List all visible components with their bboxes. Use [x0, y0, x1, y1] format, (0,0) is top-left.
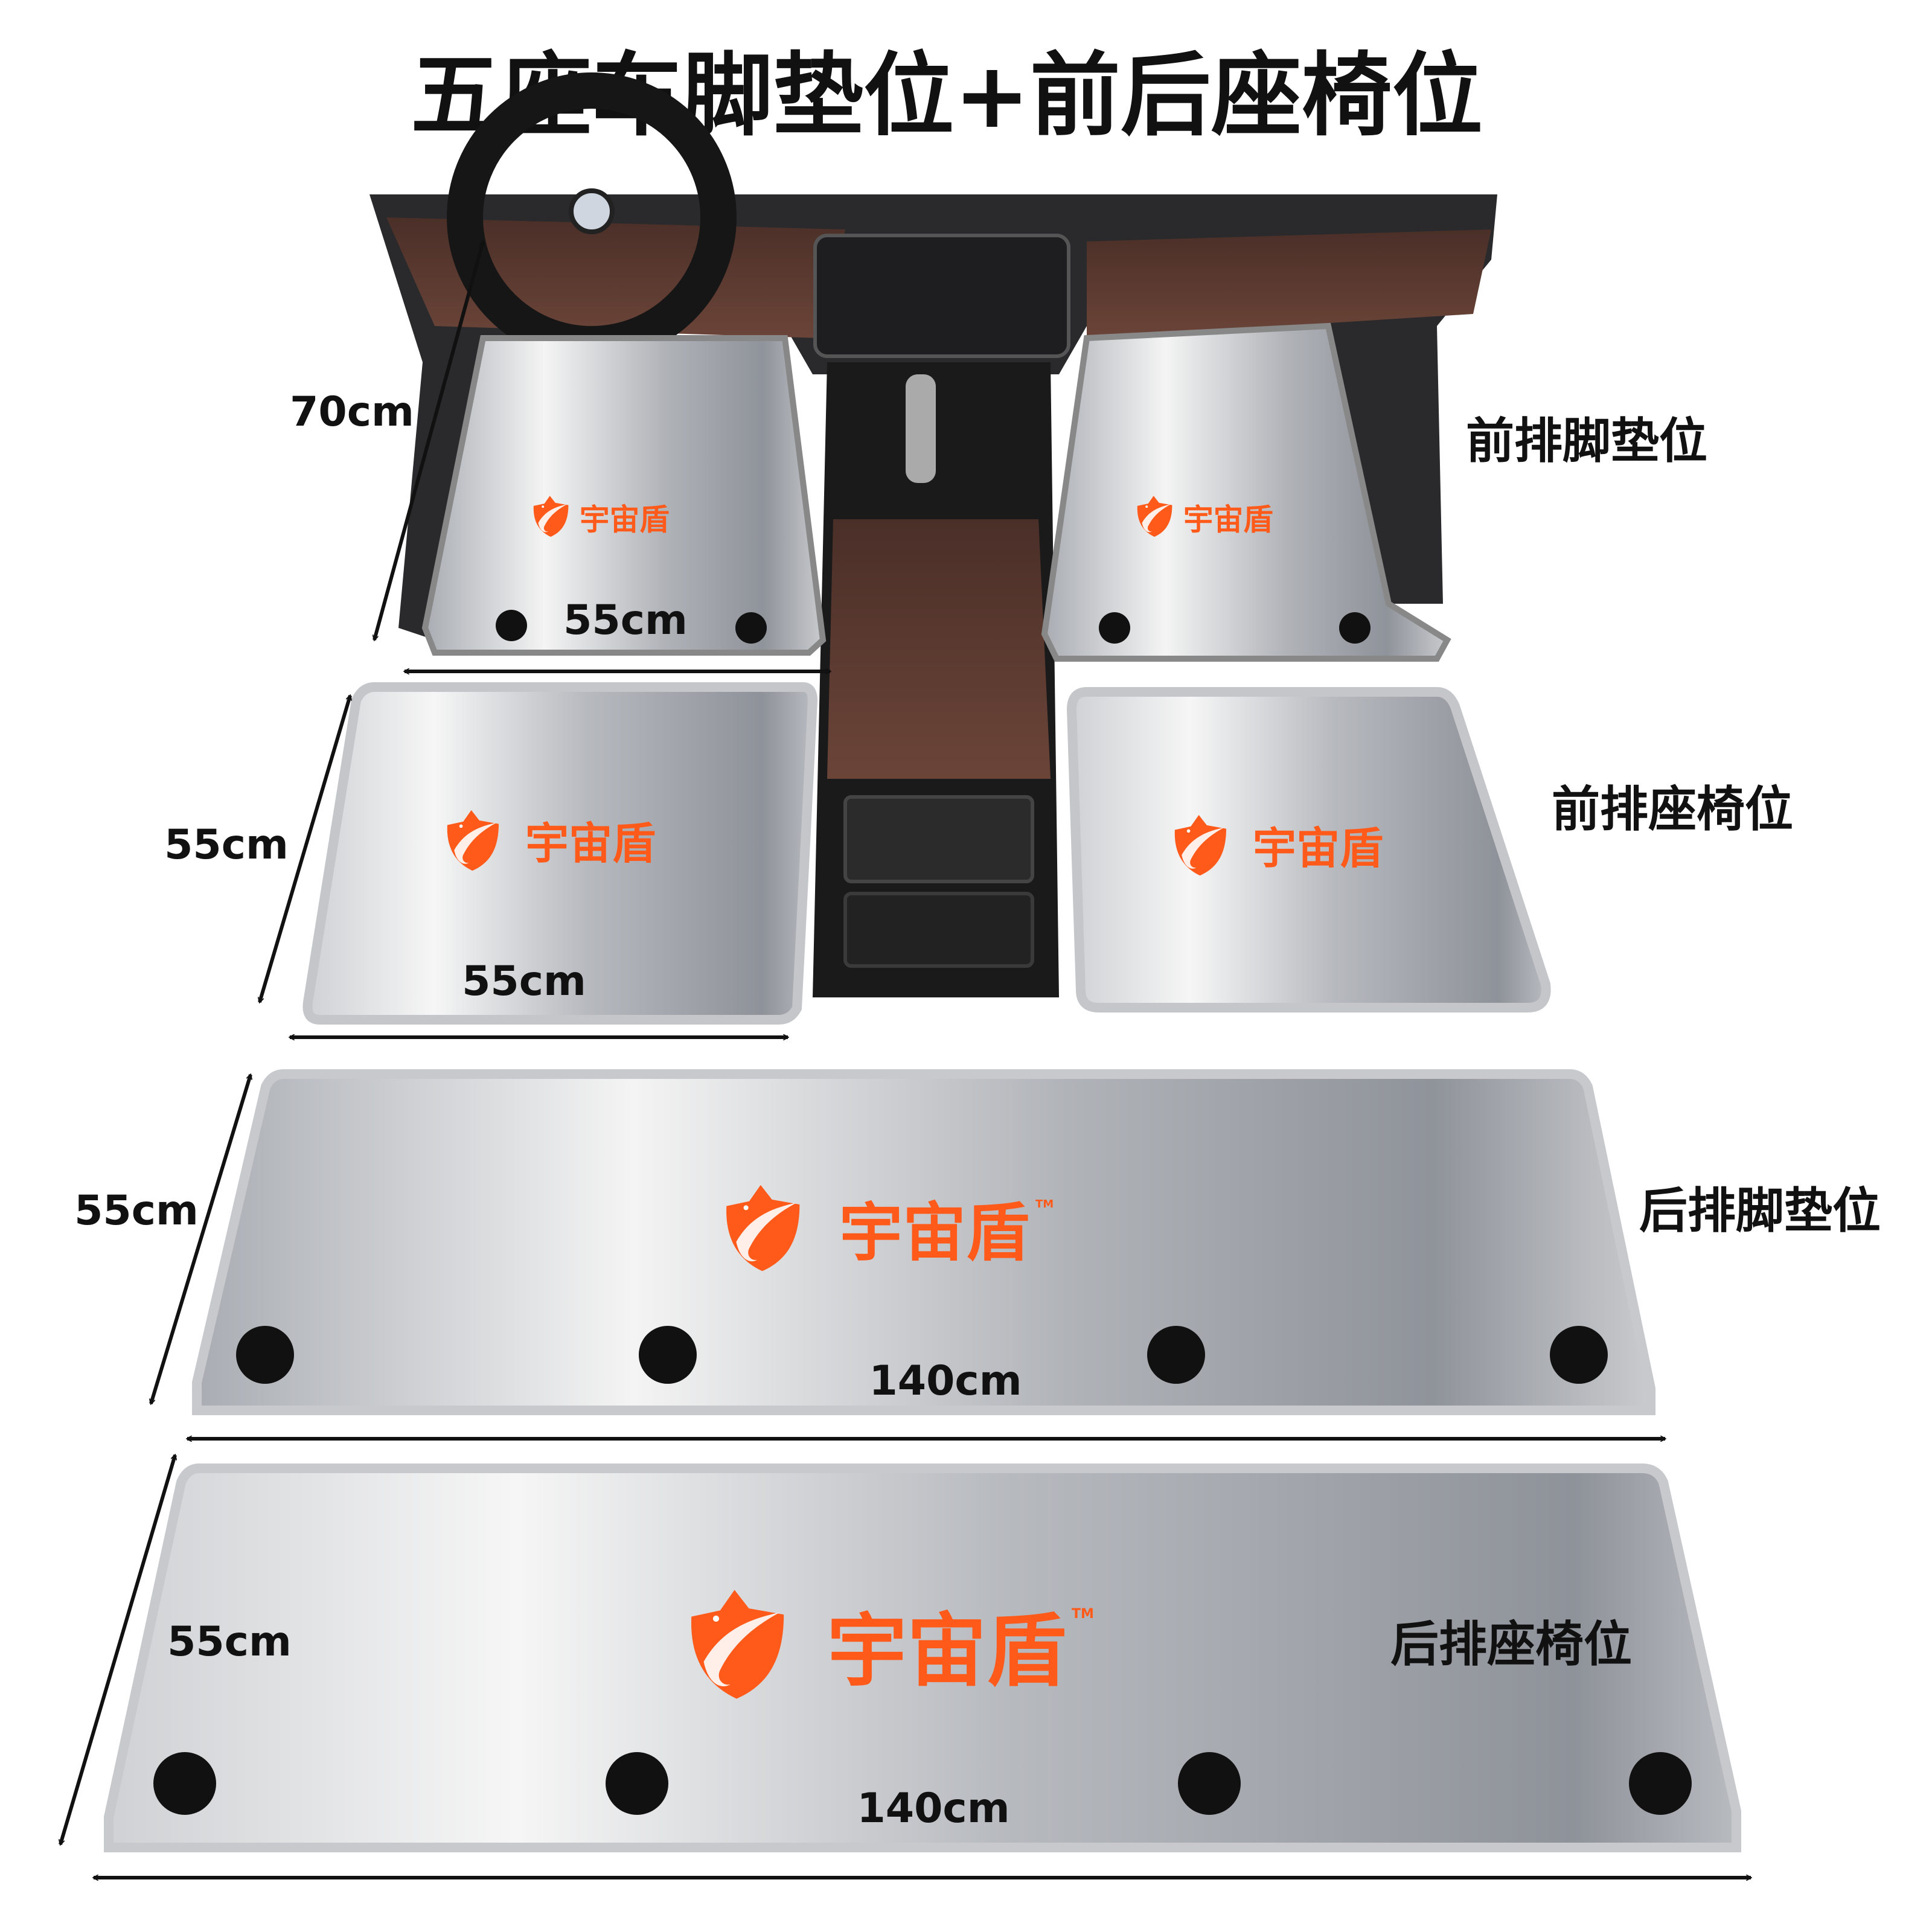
svg-text:宇宙盾: 宇宙盾 [1253, 823, 1383, 874]
arrow-rear-seat-height [60, 1455, 175, 1844]
front-floor-label: 前排脚垫位 [1466, 413, 1707, 469]
front-floor-mat-left [421, 335, 827, 656]
rear-seat-height-label: 55cm [167, 1618, 292, 1666]
svg-text:宇宙盾: 宇宙盾 [580, 502, 670, 537]
svg-text:宇宙盾: 宇宙盾 [525, 818, 656, 869]
front-seat-label: 前排座椅位 [1552, 781, 1793, 837]
arrow-rear-floor-height [151, 1075, 251, 1404]
rear-floor-mat [192, 1069, 1655, 1415]
rear-seat-width-label: 140cm [857, 1785, 1009, 1832]
front-floor-mat-right [1041, 322, 1451, 662]
svg-text:宇宙盾: 宇宙盾 [827, 1605, 1066, 1698]
brand-logo: 宇宙盾 [533, 496, 670, 537]
rear-seat-label: 后排座椅位 [1390, 1616, 1632, 1672]
front-floor-height-label: 70cm [290, 388, 414, 436]
svg-text:TM: TM [1035, 1198, 1054, 1211]
brand-logo: 宇宙盾 [447, 810, 656, 871]
front-floor-width-label: 55cm [563, 597, 688, 644]
svg-text:宇宙盾: 宇宙盾 [839, 1196, 1029, 1270]
dimension-arrows [60, 242, 1751, 1878]
brand-logo: 宇宙盾 [1174, 814, 1383, 876]
front-seat-width-label: 55cm [462, 958, 586, 1005]
front-seat-height-label: 55cm [164, 821, 289, 869]
front-seat-mat-right [1066, 687, 1551, 1012]
arrow-front-floor-height [374, 242, 483, 640]
rear-seat-mat [104, 1463, 1741, 1852]
svg-text:宇宙盾: 宇宙盾 [1183, 502, 1273, 537]
svg-text:TM: TM [1072, 1607, 1094, 1622]
brand-logo: 宇宙盾 [1137, 496, 1273, 537]
rear-floor-width-label: 140cm [869, 1357, 1022, 1405]
brand-logo: 宇宙盾 TM [691, 1590, 1094, 1699]
rear-floor-label: 后排脚垫位 [1639, 1183, 1881, 1239]
rear-floor-height-label: 55cm [74, 1187, 199, 1235]
brand-logo: 宇宙盾 TM [726, 1185, 1054, 1271]
arrow-front-seat-height [260, 696, 350, 1002]
front-seat-mat-left [302, 682, 818, 1025]
